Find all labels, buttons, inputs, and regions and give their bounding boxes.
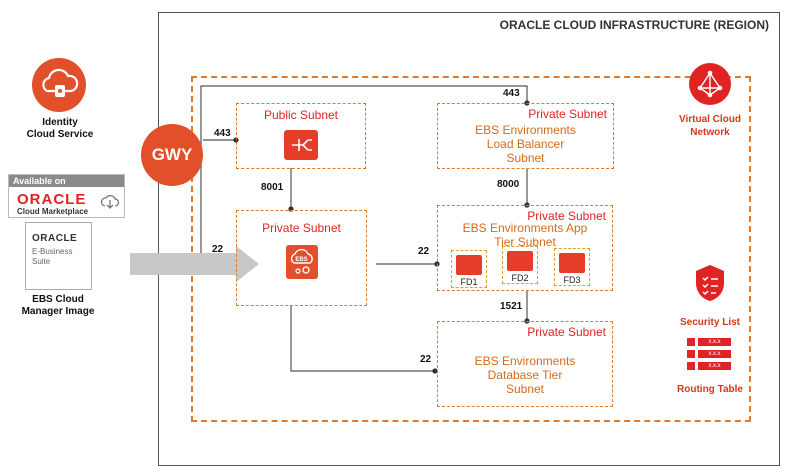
cloud-download-icon <box>100 192 120 212</box>
fault-domain-2: FD2 <box>502 246 538 284</box>
db-subnet-title: Private Subnet <box>527 325 606 339</box>
marketplace-badge[interactable]: Available on ORACLE Cloud Marketplace <box>8 174 125 218</box>
port-22-mid: 22 <box>418 246 430 257</box>
ebs-image-card: ORACLE E-Business Suite <box>25 222 92 290</box>
region-title: ORACLE CLOUD INFRASTRUCTURE (REGION) <box>499 18 769 32</box>
security-list-label: Security List <box>679 317 741 328</box>
marketplace-subtitle: Cloud Marketplace <box>17 207 89 216</box>
vcn-label: Virtual Cloud Network <box>678 114 742 138</box>
vcn-icon <box>689 63 731 105</box>
marketplace-brand: ORACLE <box>17 191 87 208</box>
app-subnet-desc: EBS Environments App Tier Subnet <box>462 221 588 249</box>
security-list-icon <box>693 263 727 303</box>
line-443-top <box>200 85 530 185</box>
routing-table-icon: x.x.x x.x.x x.x.x <box>687 338 731 374</box>
public-subnet-title: Public Subnet <box>263 108 339 122</box>
fault-domain-3: FD3 <box>554 248 590 286</box>
ebs-image-suite: E-Business Suite <box>32 247 73 266</box>
gateway-icon: GWY <box>141 124 203 186</box>
load-balancer-icon <box>284 130 318 160</box>
firewall-icon <box>559 253 585 273</box>
private-subnet-manager: Private Subnet EBS <box>236 210 367 306</box>
firewall-icon <box>456 255 482 275</box>
firewall-icon <box>507 251 533 271</box>
port-8000: 8000 <box>497 179 520 190</box>
private-subnet-manager-title: Private Subnet <box>262 221 341 235</box>
ebs-image-brand: ORACLE <box>32 233 78 244</box>
port-22-left: 22 <box>212 244 224 255</box>
region-boundary: ORACLE CLOUD INFRASTRUCTURE (REGION) <box>158 12 780 466</box>
db-subnet-desc: EBS Environments Database Tier Subnet <box>474 354 576 396</box>
app-subnet-title: Private Subnet <box>527 209 606 223</box>
lb-subnet-desc: EBS Environments Load Balancer Subnet <box>475 123 576 165</box>
vcn-boundary <box>191 76 751 422</box>
deploy-arrow <box>130 246 259 282</box>
fault-domain-1: FD1 <box>451 250 487 288</box>
port-8001: 8001 <box>261 182 284 193</box>
routing-table-label: Routing Table <box>677 384 743 395</box>
lb-subnet-title: Private Subnet <box>528 107 607 121</box>
lb-subnet: Private Subnet EBS Environments Load Bal… <box>437 103 614 169</box>
port-1521: 1521 <box>500 301 523 312</box>
ebs-image-label: EBS Cloud Manager Image <box>21 294 95 317</box>
identity-label: Identity Cloud Service <box>26 117 94 140</box>
port-22-db: 22 <box>420 354 432 365</box>
db-tier-subnet: Private Subnet EBS Environments Database… <box>437 321 613 407</box>
public-subnet: Public Subnet <box>236 103 366 169</box>
marketplace-available-on: Available on <box>9 175 124 187</box>
app-tier-subnet: Private Subnet EBS Environments App Tier… <box>437 205 613 291</box>
line-22-db <box>290 306 438 374</box>
port-443-left: 443 <box>214 128 231 139</box>
port-443-top: 443 <box>503 88 520 99</box>
ebs-manager-icon: EBS <box>285 245 318 279</box>
identity-cloud-icon <box>32 58 86 112</box>
